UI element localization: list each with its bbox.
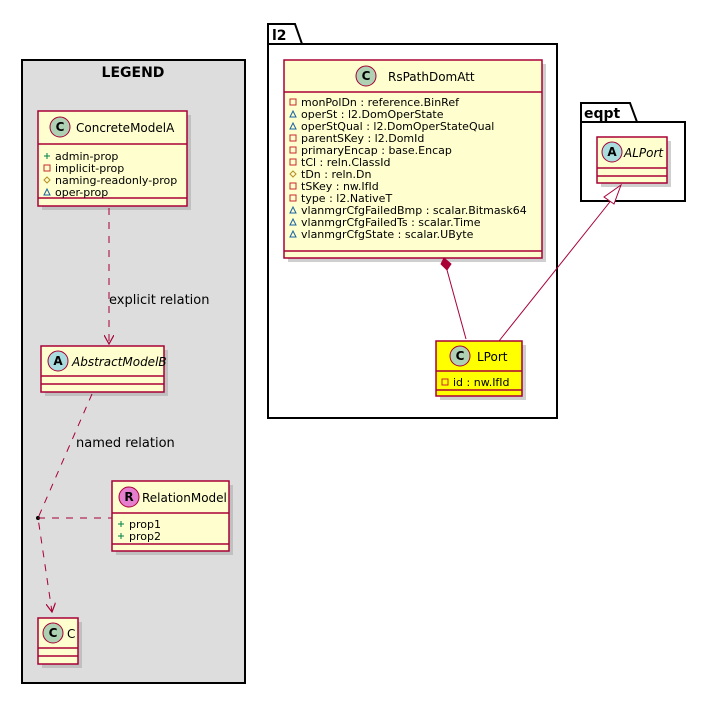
protected-visibility-icon: [289, 170, 297, 178]
private-visibility-icon: [289, 182, 297, 190]
attribute-text: naming-readonly-prop: [55, 174, 177, 187]
abstract-stereotype-icon: [601, 141, 623, 163]
class-stereotype-icon: [42, 622, 64, 644]
stereotype-letter: A: [607, 145, 617, 159]
class-name: RelationModel: [142, 491, 227, 505]
attribute-text: monPolDn : reference.BinRef: [301, 96, 460, 109]
class-name: AbstractModelB: [71, 355, 167, 369]
attribute-text: implicit-prop: [55, 162, 124, 175]
private-visibility-icon: [289, 98, 297, 106]
class-name: ALPort: [623, 146, 664, 160]
package-visibility-icon: [289, 217, 297, 226]
class-c[interactable]: C C: [37, 617, 82, 668]
attribute-list: admin-propimplicit-propnaming-readonly-p…: [43, 150, 177, 199]
generalization-edge: [498, 183, 623, 342]
package-name: eqpt: [584, 106, 621, 122]
relation-stereotype-icon: [118, 486, 140, 508]
attribute-text: operStQual : l2.DomOperStateQual: [301, 120, 494, 133]
public-visibility-icon: [118, 521, 124, 527]
public-visibility-icon: [44, 153, 50, 159]
legend-title: LEGEND: [102, 65, 165, 81]
attribute-text: vlanmgrCfgState : scalar.UByte: [301, 228, 474, 241]
abstract-stereotype-icon: [47, 350, 69, 372]
package-visibility-icon: [289, 205, 297, 214]
private-visibility-icon: [289, 158, 297, 166]
class-stereotype-icon: [49, 116, 71, 138]
class-name: C: [67, 627, 75, 641]
stereotype-letter: C: [56, 120, 65, 134]
attribute-list: id : nw.IfId: [441, 376, 510, 389]
package-visibility-icon: [289, 229, 297, 238]
package-name: l2: [272, 28, 287, 44]
private-visibility-icon: [43, 164, 51, 172]
attribute-text: tCl : reln.ClassId: [301, 156, 391, 169]
class-stereotype-icon: [355, 65, 377, 87]
composition-edge: [440, 257, 467, 340]
private-visibility-icon: [289, 134, 297, 142]
inheritance-arrowhead: [603, 183, 623, 205]
named-relation-edge: named relation: [36, 393, 175, 612]
attribute-text: id : nw.IfId: [453, 376, 510, 389]
explicit-relation-label: explicit relation: [109, 293, 209, 308]
class-name: RsPathDomAtt: [388, 70, 475, 84]
class-lport[interactable]: C LPort id : nw.IfId: [435, 340, 526, 400]
protected-visibility-icon: [43, 176, 51, 184]
attribute-text: vlanmgrCfgFailedTs : scalar.Time: [301, 216, 481, 229]
composition-diamond: [440, 257, 452, 271]
attribute-text: prop2: [129, 530, 161, 543]
class-abstract-model-b[interactable]: A AbstractModelB: [40, 345, 168, 396]
public-visibility-icon: [118, 533, 124, 539]
attribute-text: vlanmgrCfgFailedBmp : scalar.Bitmask64: [301, 204, 527, 217]
private-visibility-icon: [289, 194, 297, 202]
package-visibility-icon: [289, 109, 297, 118]
attribute-text: type : l2.NativeT: [301, 192, 392, 205]
attribute-text: prop1: [129, 518, 161, 531]
attribute-text: primaryEncap : base.Encap: [301, 144, 452, 157]
attribute-text: tSKey : nw.IfId: [301, 180, 379, 193]
stereotype-letter: C: [362, 69, 371, 83]
attribute-text: parentSKey : l2.DomId: [301, 132, 424, 145]
private-visibility-icon: [289, 146, 297, 154]
private-visibility-icon: [441, 378, 449, 386]
attribute-text: oper-prop: [55, 186, 108, 199]
explicit-relation-edge: explicit relation: [109, 208, 209, 344]
stereotype-letter: A: [53, 354, 63, 368]
stereotype-letter: R: [124, 490, 133, 504]
class-stereotype-icon: [449, 345, 471, 367]
stereotype-letter: C: [49, 626, 58, 640]
package-visibility-icon: [289, 121, 297, 130]
class-alport[interactable]: A ALPort: [596, 136, 671, 187]
class-name: ConcreteModelA: [76, 121, 175, 135]
attribute-text: operSt : l2.DomOperState: [301, 108, 444, 121]
package-visibility-icon: [43, 187, 51, 196]
class-name: LPort: [477, 350, 508, 364]
class-rs-path-dom-att[interactable]: C RsPathDomAtt monPolDn : reference.BinR…: [283, 59, 546, 262]
named-relation-label: named relation: [76, 436, 175, 451]
stereotype-letter: C: [456, 349, 465, 363]
attribute-text: tDn : reln.Dn: [301, 168, 371, 181]
attribute-text: admin-prop: [55, 150, 118, 163]
class-concrete-model-a[interactable]: C ConcreteModelA admin-propimplicit-prop…: [37, 110, 191, 210]
